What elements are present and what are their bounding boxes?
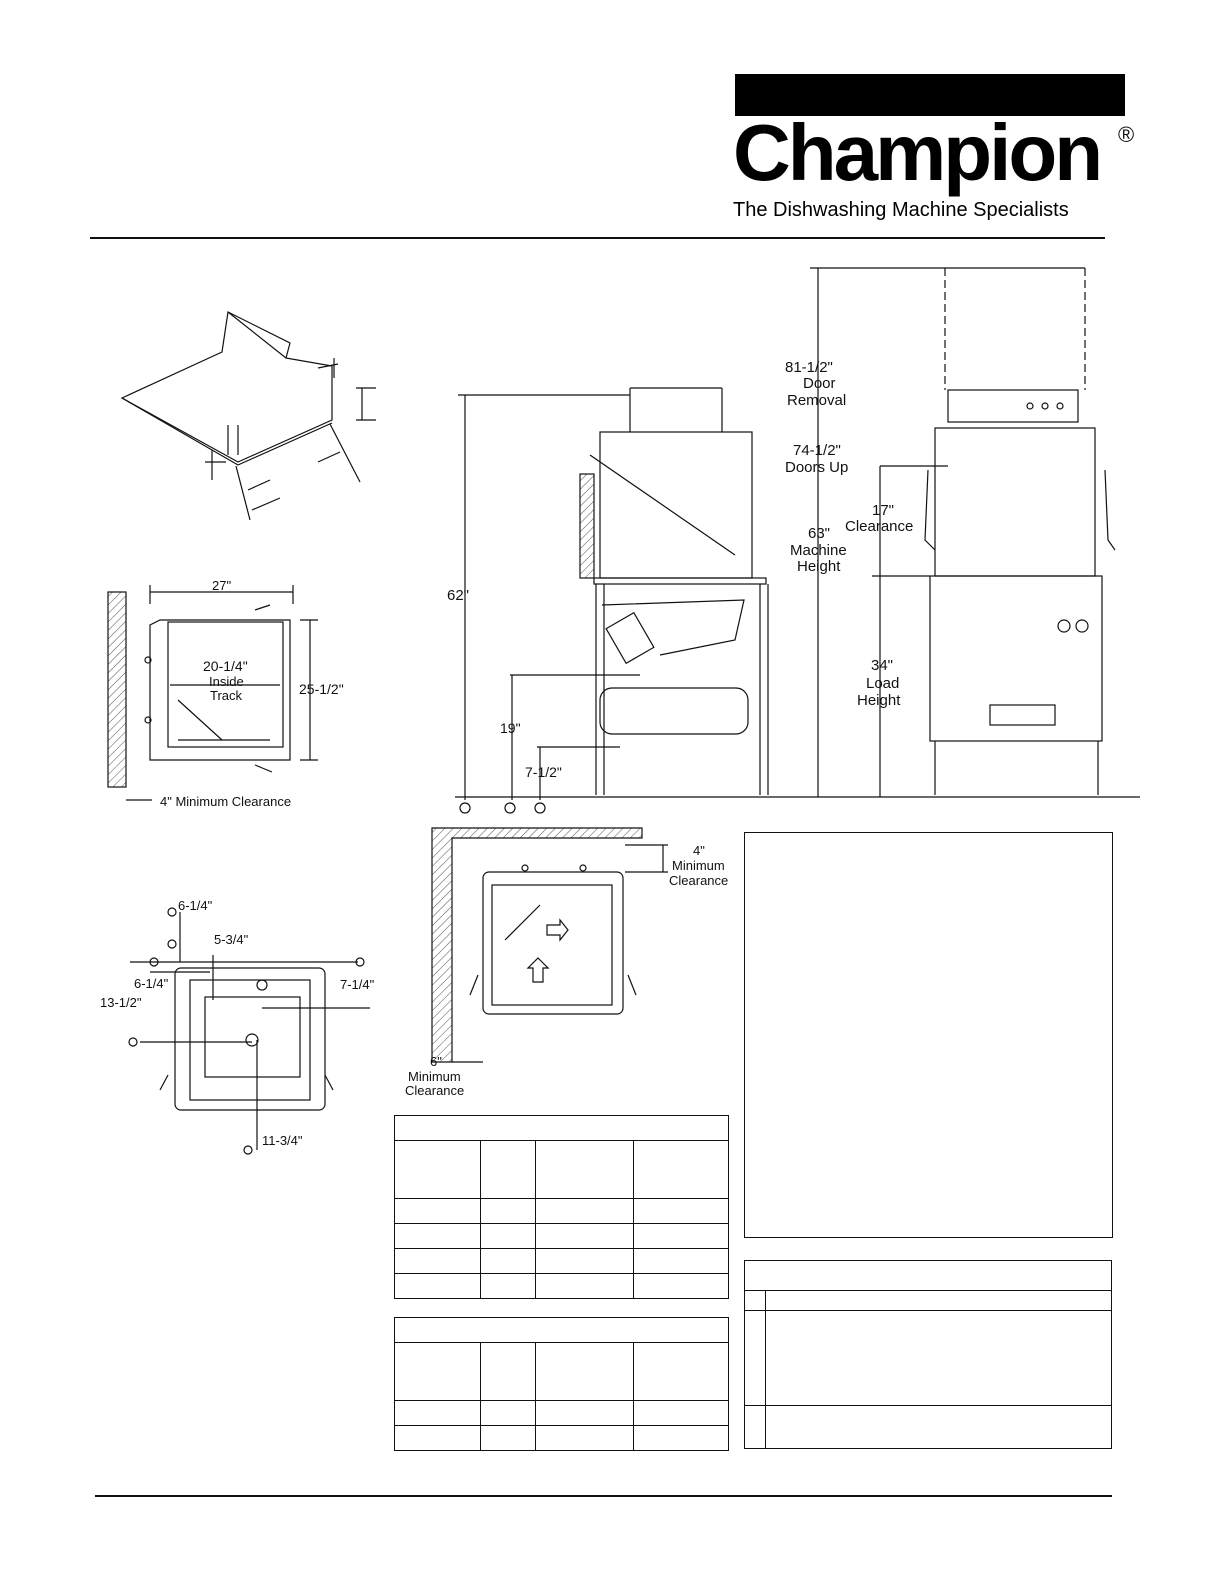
- corner-side-clearance-label-2: Clearance: [405, 1083, 464, 1098]
- door-removal-label-1: Door: [803, 375, 836, 392]
- machine-height-label-1: Machine: [790, 542, 847, 559]
- table-row: [744, 1405, 1112, 1449]
- plan-dim-5: 7-1/4": [340, 977, 375, 992]
- table-2-header: [394, 1317, 729, 1343]
- corner-install-drawing: [431, 827, 668, 1063]
- top-min-clearance: 4" Minimum Clearance: [160, 794, 291, 809]
- doors-up-value: 74-1/2": [793, 442, 841, 459]
- table-row: [394, 1425, 729, 1451]
- registered-mark: ®: [1118, 122, 1135, 147]
- door-removal-value: 81-1/2": [785, 359, 833, 376]
- inside-track-label-1: Inside: [209, 674, 244, 689]
- brand-logo: Champion: [733, 108, 1103, 197]
- top-width: 27": [212, 578, 231, 593]
- load-height-label-1: Load: [866, 675, 899, 692]
- footer-divider: [95, 1495, 1112, 1497]
- spec-table-1: [394, 1115, 729, 1299]
- side-view-drawing: [810, 267, 1116, 797]
- machine-height-label-2: Height: [797, 558, 841, 575]
- brand-tagline: The Dishwashing Machine Specialists: [733, 199, 1069, 221]
- plan-dim-6: 11-3/4": [262, 1133, 303, 1148]
- corner-top-clearance-label-2: Clearance: [669, 873, 728, 888]
- table-1-header: [394, 1115, 729, 1141]
- corner-side-clearance-value: 6": [430, 1054, 442, 1069]
- plan-dim-2: 5-3/4": [214, 932, 249, 947]
- height-19: 19": [500, 720, 521, 736]
- inside-track-label-2: Track: [210, 688, 243, 703]
- spec-table-3: [744, 1260, 1112, 1449]
- height-7-1-2: 7-1/2": [525, 764, 562, 780]
- inside-track-value: 20-1/4": [203, 658, 248, 674]
- overall-height: 62": [447, 587, 469, 604]
- door-removal-label-2: Removal: [787, 392, 846, 409]
- corner-top-clearance-label-1: Minimum: [672, 858, 725, 873]
- table-row: [744, 1310, 1112, 1406]
- corner-side-clearance-label-1: Minimum: [408, 1069, 461, 1084]
- machine-height-value: 63": [808, 525, 830, 542]
- top-depth: 25-1/2": [299, 681, 344, 697]
- spec-table-2: [394, 1317, 729, 1451]
- front-view-drawing: [455, 387, 1140, 814]
- load-height-value: 34": [871, 657, 893, 674]
- plan-dim-1: 6-1/4": [178, 898, 213, 913]
- plan-dim-3: 6-1/4": [134, 976, 169, 991]
- corner-top-clearance-value: 4": [693, 843, 705, 858]
- table-row: [394, 1273, 729, 1299]
- header-divider: [90, 237, 1105, 239]
- plan-view-drawing: [128, 907, 370, 1155]
- clearance-label: Clearance: [845, 518, 913, 535]
- table-row: [394, 1198, 729, 1224]
- spec-box: [744, 832, 1113, 1238]
- doors-up-label: Doors Up: [785, 459, 848, 476]
- table-row: [744, 1290, 1112, 1311]
- plan-dim-4: 13-1/2": [100, 995, 142, 1010]
- top-view-drawing: [107, 585, 318, 801]
- table-row: [394, 1223, 729, 1249]
- isometric-table-drawing: [120, 311, 376, 521]
- clearance-value: 17": [872, 502, 894, 519]
- table-row: [394, 1400, 729, 1426]
- table-row: [394, 1248, 729, 1274]
- load-height-label-2: Height: [857, 692, 901, 709]
- logo-bar: [735, 74, 1125, 116]
- table-3-header: [744, 1260, 1112, 1291]
